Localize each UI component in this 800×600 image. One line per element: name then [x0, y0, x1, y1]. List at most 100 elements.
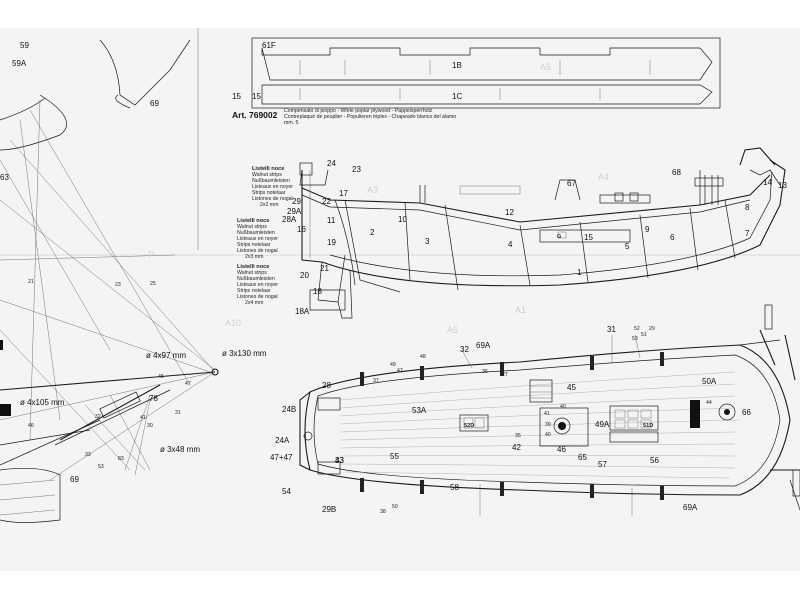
rigging-label: 59 [20, 41, 29, 50]
dimension-label: ø 4x97 mm [146, 351, 186, 360]
rigging-label: 25 [150, 281, 156, 287]
svg-text:Nußbaumleisten: Nußbaumleisten [252, 178, 290, 184]
profile-label: 24 [327, 159, 336, 168]
article-code: Art. 769002 [232, 110, 278, 120]
rigging-label: 31 [175, 410, 181, 416]
svg-text:Strips notelaar: Strips notelaar [237, 242, 271, 248]
svg-text:Strips notelaar: Strips notelaar [237, 288, 271, 294]
dimension-callouts: ø 3x130 mm ø 4x97 mm ø 4x105 mm ø 3x48 m… [20, 349, 267, 454]
svg-text:Listeaux en noyer: Listeaux en noyer [237, 236, 278, 242]
rigging-label: 32 [95, 414, 101, 420]
wood-note-2: Listelli noce Walnut strips Nußbaumleist… [237, 218, 278, 260]
deck-label: 49 [390, 362, 396, 368]
deck-label: 52 [634, 326, 640, 332]
deck-label: 35 [515, 433, 521, 439]
svg-text:Listones de nogal: Listones de nogal [237, 248, 278, 254]
profile-label: 11 [327, 216, 336, 225]
plate-label: 1C [452, 92, 462, 101]
profile-label: 9 [645, 225, 650, 234]
rigging-label: 46 [28, 423, 34, 429]
deck-label: 69A [476, 341, 491, 350]
deck-label: 66 [742, 408, 751, 417]
deck-label: 55 [390, 452, 399, 461]
profile-label: 15 [584, 233, 593, 242]
profile-label: 18 [313, 287, 322, 296]
plate-label: 15 [232, 92, 241, 101]
svg-text:P: P [148, 250, 154, 260]
deck-label: 65 [578, 453, 587, 462]
deck-label: 47 [397, 368, 403, 374]
deck-label: 39 [545, 422, 551, 428]
plate-label: 1B [452, 61, 462, 70]
profile-label: 7 [745, 229, 750, 238]
profile-label: 23 [352, 165, 361, 174]
profile-label: G [557, 234, 561, 240]
rigging-label: 45 [158, 374, 164, 380]
svg-text:A5: A5 [540, 62, 551, 72]
deck-label: 53A [412, 406, 427, 415]
svg-text:Walnut strips: Walnut strips [237, 224, 267, 230]
deck-label: 32 [460, 345, 469, 354]
deck-label: 53 [632, 336, 638, 342]
profile-label: 19 [327, 238, 336, 247]
deck-label: 24A [275, 436, 290, 445]
svg-text:A1: A1 [515, 305, 526, 315]
profile-label: 8 [745, 203, 750, 212]
profile-label: 20 [300, 271, 309, 280]
rigging-label: 23 [115, 282, 121, 288]
svg-text:2x4 mm: 2x4 mm [245, 300, 263, 306]
svg-text:Nußbaumleisten: Nußbaumleisten [237, 276, 275, 282]
svg-text:Listelli noce: Listelli noce [237, 218, 269, 224]
profile-labels: 24 23 17 22 29 29A 28A 16 11 19 2 21 20 … [282, 159, 787, 316]
rigging-label: 83 [118, 456, 124, 462]
deck-label: 37 [373, 378, 379, 384]
svg-text:2x3 mm: 2x3 mm [245, 254, 263, 260]
deck-label: 58 [450, 483, 459, 492]
wood-note-1: Listelli noce Walnut strips Nußbaumleist… [252, 166, 293, 208]
article-line: mm. 5 [284, 120, 299, 126]
deck-label: 50A [702, 377, 717, 386]
svg-text:2x2 mm: 2x2 mm [260, 202, 278, 208]
deck-label: 49A [595, 420, 610, 429]
deck-label: 48 [420, 354, 426, 360]
deck-label: 40 [545, 432, 551, 438]
profile-label: 29 [292, 197, 301, 206]
profile-label: 28A [282, 215, 297, 224]
deck-label: 38 [380, 509, 386, 515]
deck-label: 69A [683, 503, 698, 512]
deck-label: 40 [560, 404, 566, 410]
deck-label: 45 [567, 383, 576, 392]
deck-label: 36 [482, 369, 488, 375]
cannons [360, 352, 664, 500]
svg-text:Strips notelaar: Strips notelaar [252, 190, 286, 196]
rigging-labels: 59 59A 69 63 21 25 23 45 47 78 41 31 33 … [0, 41, 191, 484]
rigging-label: 33 [85, 452, 91, 458]
rigging-label: 30 [147, 423, 153, 429]
wood-note-3: Listelli noce Walnut strips Nußbaumleist… [237, 264, 278, 306]
plywood-plate: 61F 1B 1C 15 15 [232, 37, 721, 109]
article-box: Art. 769002 Compensato di pioppo - White… [232, 108, 456, 126]
plan-paper [0, 28, 800, 571]
svg-text:A5: A5 [447, 325, 458, 335]
deck-label: 31 [607, 325, 616, 334]
rigging-label: 53 [98, 464, 104, 470]
svg-text:Walnut strips: Walnut strips [237, 270, 267, 276]
hull-profile [299, 147, 786, 319]
deck-label: 28 [322, 381, 331, 390]
deck-label: 56 [650, 456, 659, 465]
deck-label: 46 [557, 445, 566, 454]
deck-label: 47+47 [270, 453, 293, 462]
deck-label: 41 [544, 411, 550, 417]
deck-label: 50 [392, 504, 398, 510]
deck-label: 57 [598, 460, 607, 469]
article-line: Contreplaqué de peuplier - Populieren tr… [284, 114, 456, 120]
dimension-label: ø 3x130 mm [222, 349, 267, 358]
rigging-label: 69 [150, 99, 159, 108]
deck-label: 43 [335, 456, 344, 465]
ghost-marks: A5 A3 A4 A1 A5 A10 P [148, 62, 609, 335]
profile-label: 5 [625, 242, 630, 251]
profile-label: 14 [763, 178, 772, 187]
profile-label: 21 [320, 264, 329, 273]
deck-labels: 28 24B 24A 47+47 54 29B 37 38 50 49 47 4… [270, 325, 751, 515]
